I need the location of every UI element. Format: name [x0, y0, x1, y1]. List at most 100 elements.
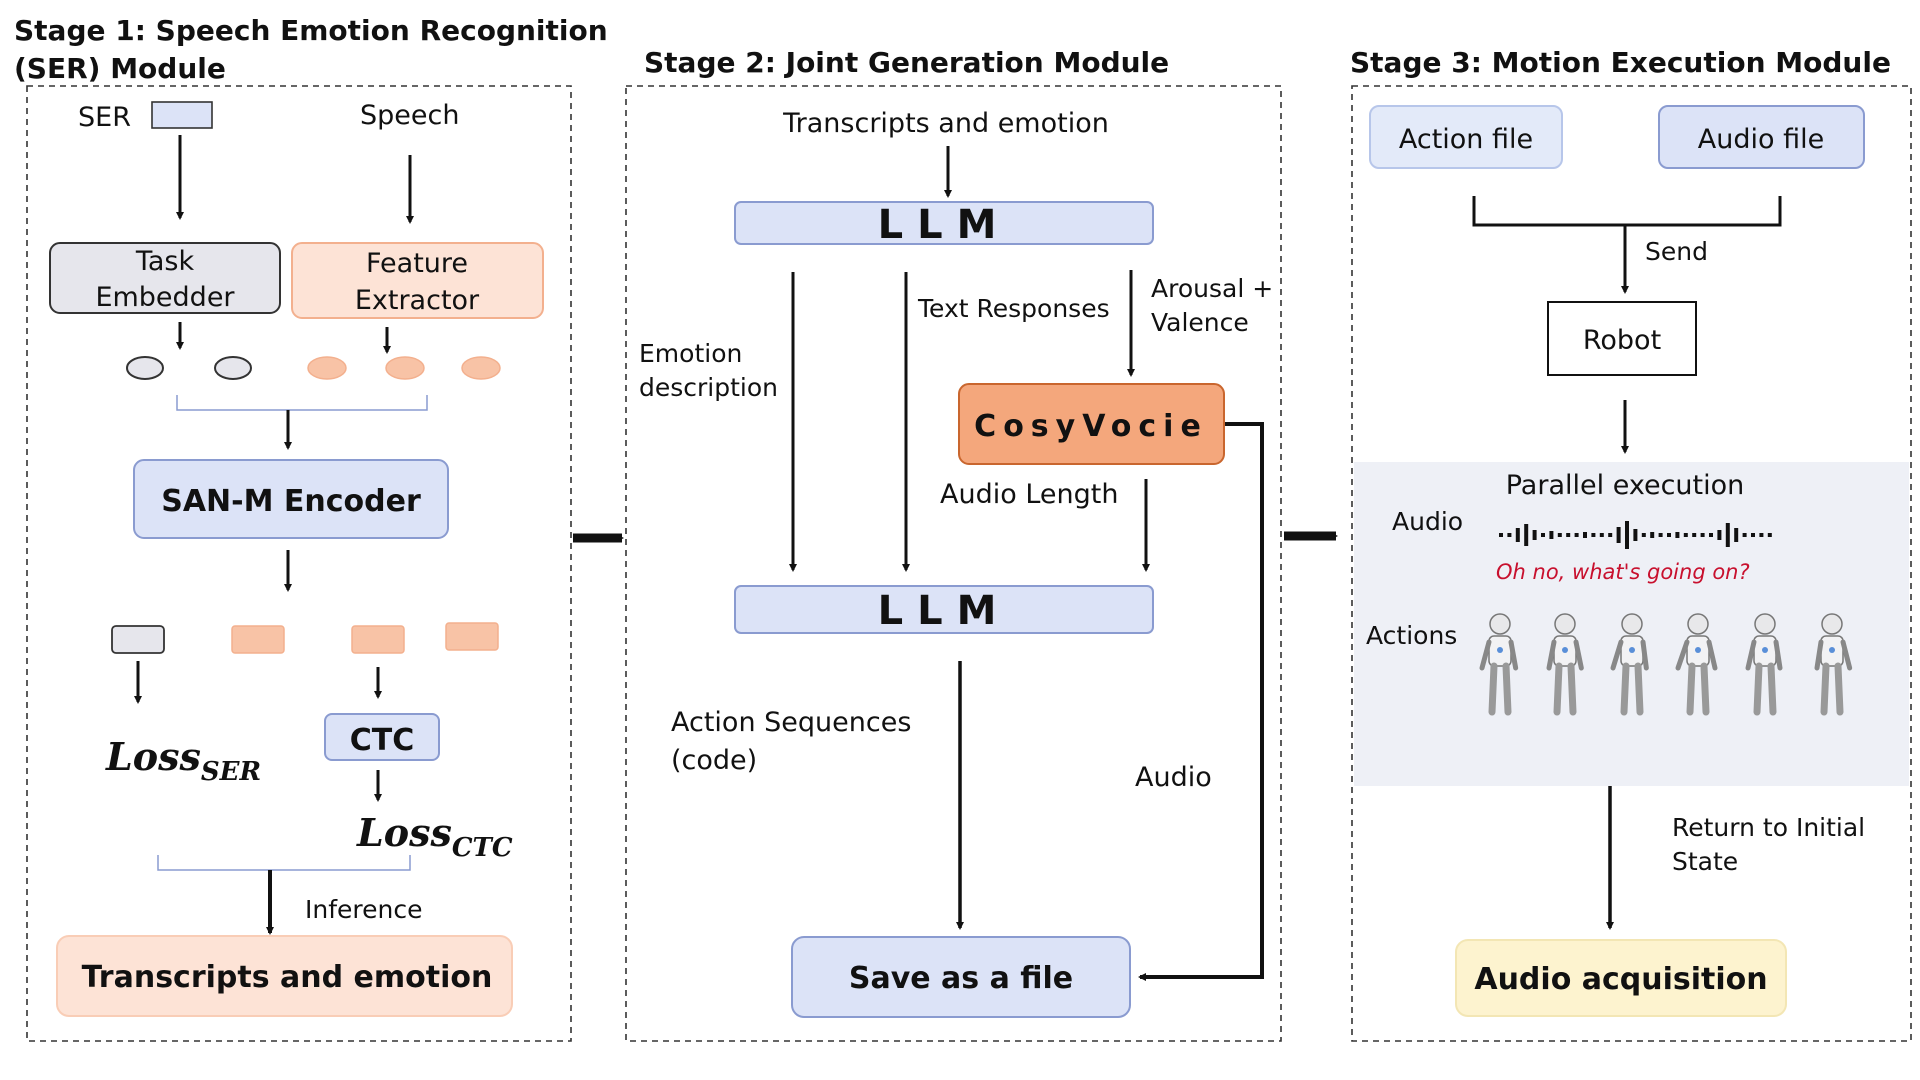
waveform-bar [1507, 533, 1512, 537]
loss-ctc-label: LossCTC [356, 810, 513, 863]
emotion-description-line1: Emotion [639, 339, 742, 368]
robot-label: Robot [1583, 325, 1661, 356]
loss-ser-label: LossSER [105, 734, 261, 787]
emotion-description-line2: description [639, 373, 778, 402]
robot-pose [1814, 613, 1853, 716]
waveform-bar [1675, 532, 1680, 538]
waveform-bar [1751, 533, 1755, 537]
robot-pose [1546, 613, 1584, 716]
loss-ser-sub: SER [201, 757, 261, 787]
audio-file-label: Audio file [1698, 124, 1824, 155]
audio-path-label: Audio [1135, 762, 1212, 793]
ctc-box [324, 713, 440, 761]
robot-pose [1479, 613, 1519, 716]
ser-output-token [111, 625, 165, 654]
waveform-bar [1532, 530, 1537, 540]
inference-label: Inference [305, 895, 422, 924]
waveform-bar [1742, 533, 1747, 537]
return-line1: Return to Initial [1672, 813, 1865, 842]
waveform-bar [1541, 533, 1545, 537]
audio-file-box [1658, 105, 1865, 169]
ctc-label: CTC [350, 723, 415, 758]
robot-pose [1745, 613, 1783, 716]
waveform-bar [1549, 531, 1554, 539]
feature-token [385, 356, 425, 380]
waveform-bar [1667, 533, 1671, 537]
san-m-encoder-box [133, 459, 449, 539]
action-sequences-line2: (code) [671, 745, 757, 776]
robot-pose [1610, 613, 1649, 716]
stage1-title-line2: (SER) Module [14, 52, 226, 85]
waveform-bar [1717, 530, 1722, 540]
ctc-output-token [445, 622, 499, 651]
feature-token [461, 356, 501, 380]
arousal-line2: Valence [1151, 308, 1249, 337]
stage3-title: Stage 3: Motion Execution Module [1350, 46, 1891, 79]
parallel-execution-label: Parallel execution [1506, 470, 1745, 501]
speech-label: Speech [360, 100, 459, 131]
llm-top-box [734, 201, 1154, 245]
stage1-title-line1: Stage 1: Speech Emotion Recognition [14, 14, 608, 47]
save-file-label: Save as a file [849, 961, 1073, 996]
arrow-audio-to-save [1138, 422, 1264, 981]
waveform-bar [1641, 533, 1646, 537]
waveform-bar [1583, 532, 1587, 538]
task-token [214, 356, 252, 380]
return-line2: State [1672, 847, 1738, 876]
cosyvoice-label: CosyVocie [974, 409, 1208, 444]
files-bracket [1472, 196, 1782, 227]
waveform-bar [1574, 533, 1579, 537]
text-responses-label: Text Responses [917, 294, 1110, 323]
send-label: Send [1645, 237, 1708, 266]
audio-caption: Oh no, what's going on? [1496, 560, 1750, 584]
ctc-output-token [231, 625, 285, 654]
llm-top-label: LLM [878, 202, 1011, 248]
cosyvoice-box [958, 383, 1225, 465]
stage3-module: Stage 3: Motion Execution Module Action … [1350, 46, 1912, 1042]
san-m-encoder-label: SAN-M Encoder [161, 484, 421, 519]
stage1-output-label: Transcripts and emotion [82, 960, 493, 995]
feature-extractor-line2: Extractor [355, 285, 480, 316]
waveform-bar [1734, 528, 1739, 542]
action-file-box [1369, 105, 1563, 169]
ser-label: SER [78, 102, 131, 133]
waveform-bar [1608, 533, 1613, 537]
llm-bottom-box [734, 585, 1154, 634]
action-file-label: Action file [1399, 124, 1533, 155]
waveform-bar [1658, 533, 1663, 537]
loss-ser-main: Loss [105, 734, 201, 779]
task-embedder-line2: Embedder [95, 282, 235, 313]
waveform-bar [1709, 533, 1713, 537]
waveform-bar [1524, 524, 1529, 546]
feature-token [307, 356, 347, 380]
waveform-bar [1591, 533, 1596, 537]
waveform-bar [1650, 532, 1655, 538]
waveform-bar [1625, 521, 1629, 549]
arousal-line1: Arousal + [1151, 274, 1273, 303]
save-file-box [791, 936, 1131, 1018]
ctc-output-token [351, 625, 405, 654]
waveform-bar [1599, 533, 1604, 537]
waveform-bar [1692, 533, 1697, 537]
audio-acquisition-box [1455, 939, 1787, 1017]
waveform-bar [1557, 533, 1562, 537]
waveform-bar [1515, 528, 1520, 542]
feature-extractor-box [291, 242, 544, 319]
waveform-bar [1700, 533, 1705, 537]
task-embedder-box [49, 242, 281, 314]
waveform-bar [1759, 533, 1764, 537]
ser-token [151, 101, 213, 129]
stage2-input-label: Transcripts and emotion [782, 108, 1109, 139]
loss-bracket [157, 855, 411, 871]
waveform-bar [1725, 523, 1730, 547]
audio-track-label: Audio [1392, 507, 1463, 536]
action-sequences-line1: Action Sequences [671, 707, 911, 738]
audio-waveform [1499, 521, 1772, 549]
loss-ctc-sub: CTC [452, 833, 513, 863]
audio-length-label: Audio Length [940, 479, 1118, 510]
stage2-title: Stage 2: Joint Generation Module [644, 46, 1169, 79]
robot-pose-row [1479, 613, 1853, 716]
waveform-bar [1499, 533, 1503, 537]
robot-pose [1675, 613, 1718, 716]
